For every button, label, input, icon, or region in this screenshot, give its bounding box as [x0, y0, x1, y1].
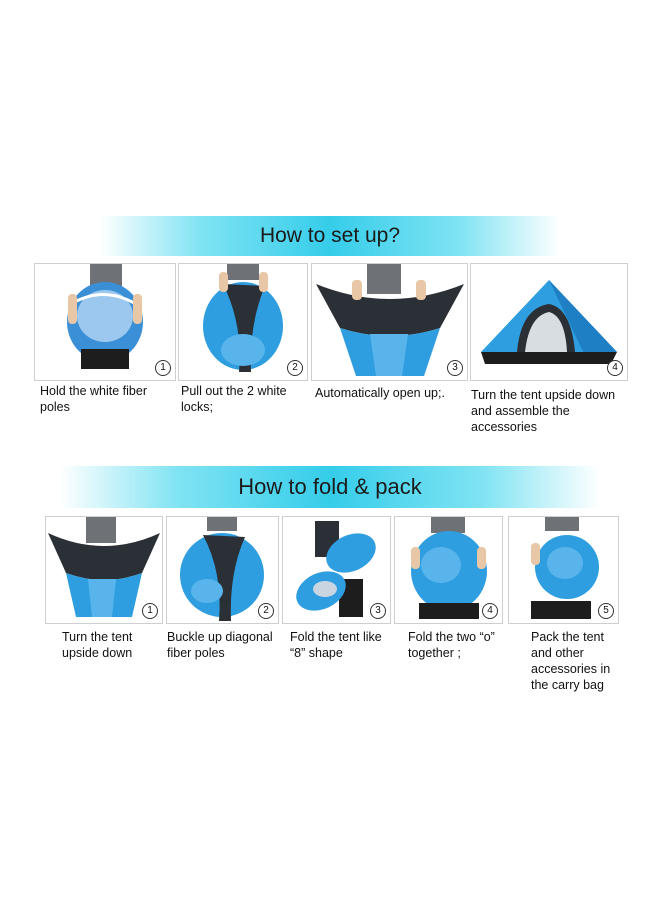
setup-step-3-image: 3 [311, 263, 468, 381]
step-number-badge: 1 [155, 360, 171, 376]
fold-step-5-image: 5 [508, 516, 619, 624]
fold-step-4-caption: Fold the two “o” together ; [408, 630, 495, 660]
fold-step-3-caption: Fold the tent like “8” shape [290, 630, 382, 660]
setup-step-1-image: 1 [34, 263, 176, 381]
setup-step-2-caption: Pull out the 2 white locks; [181, 384, 287, 414]
setup-step-4-image: 4 [470, 263, 628, 381]
setup-step-1-caption: Hold the white fiber poles [40, 384, 148, 414]
fold-step-1-image: 1 [45, 516, 163, 624]
setup-step-3-caption: Automatically open up;. [315, 386, 445, 400]
step-number-badge: 2 [287, 360, 303, 376]
fold-step-3-image: 3 [282, 516, 391, 624]
fold-step-5-caption: Pack the tent and other accessories in t… [531, 630, 611, 692]
fold-step-4-image: 4 [394, 516, 503, 624]
fold-step-1-caption: Turn the tent upside down [62, 630, 133, 660]
setup-banner: How to set up? [100, 216, 560, 256]
step-number-badge: 4 [607, 360, 623, 376]
setup-step-2-image: 2 [178, 263, 308, 381]
step-number-badge: 5 [598, 603, 614, 619]
step-number-badge: 3 [370, 603, 386, 619]
fold-banner: How to fold & pack [60, 466, 600, 508]
step-number-badge: 2 [258, 603, 274, 619]
setup-title: How to set up? [259, 224, 401, 247]
fold-title: How to fold & pack [238, 474, 422, 499]
step-number-badge: 4 [482, 603, 498, 619]
step-number-badge: 1 [142, 603, 158, 619]
step-number-badge: 3 [447, 360, 463, 376]
fold-step-2-image: 2 [166, 516, 279, 624]
fold-step-2-caption: Buckle up diagonal fiber poles [167, 630, 273, 660]
setup-step-4-caption: Turn the tent upside down and assemble t… [471, 388, 616, 434]
